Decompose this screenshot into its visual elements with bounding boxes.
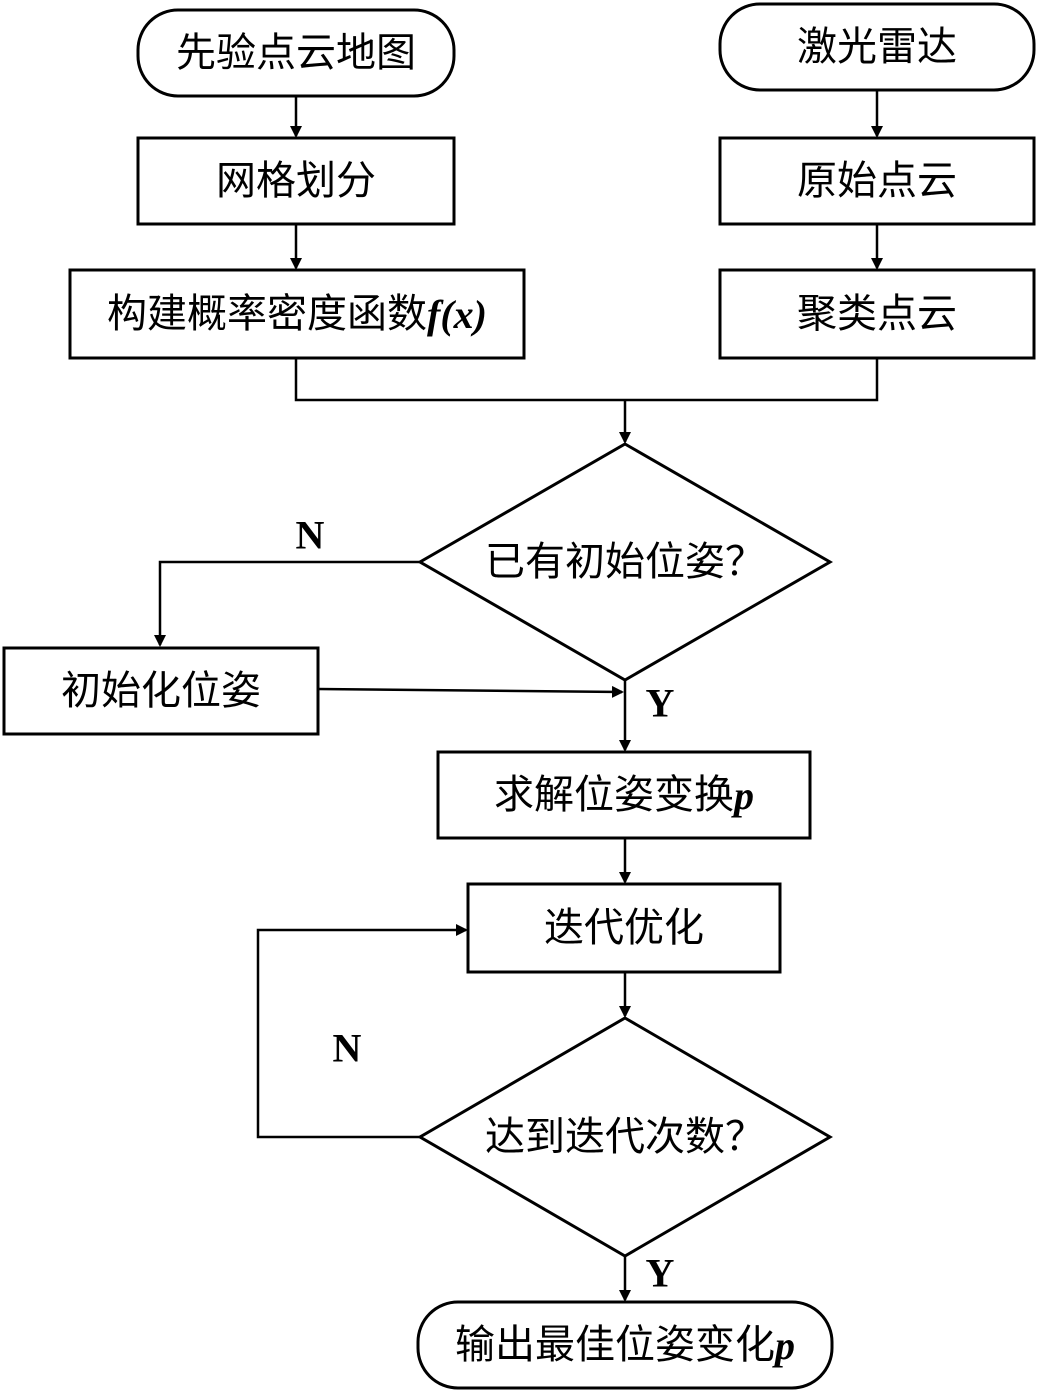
edge-label-iter-yes: Y xyxy=(646,1251,675,1296)
edge-merge-connector xyxy=(294,358,879,402)
node-reach-iterations-label: 达到迭代次数？ xyxy=(485,1114,765,1160)
node-prior-map: 先验点云地图 xyxy=(136,8,456,98)
node-solve-transform: 求解位姿变换p xyxy=(436,750,812,840)
node-iterative-opt: 迭代优化 xyxy=(466,882,782,974)
node-iterative-opt-label: 迭代优化 xyxy=(544,905,704,951)
node-raw-cloud-label: 原始点云 xyxy=(797,158,957,204)
node-cluster-cloud-label: 聚类点云 xyxy=(797,291,957,337)
node-init-pose: 初始化位姿 xyxy=(2,646,320,736)
edge-label-pose-yes: Y xyxy=(646,681,675,726)
node-output-text: 输出最佳位姿变化 xyxy=(455,1322,775,1368)
edge-label-iter-no: N xyxy=(333,1026,362,1071)
node-output: 输出最佳位姿变化p xyxy=(416,1300,834,1390)
node-raw-cloud: 原始点云 xyxy=(718,136,1036,226)
node-lidar-label: 激光雷达 xyxy=(797,24,957,70)
edge-iter-no xyxy=(256,924,468,1139)
node-build-pdf-text: 构建概率密度函数 xyxy=(107,291,427,337)
node-has-initial-pose: 已有初始位姿？ xyxy=(416,442,834,682)
node-build-pdf-var: f xyxy=(427,292,444,337)
node-solve-transform-text: 求解位姿变换 xyxy=(494,772,734,818)
node-lidar: 激光雷达 xyxy=(718,2,1036,92)
node-solve-transform-var: p xyxy=(731,773,754,818)
node-solve-transform-label: 求解位姿变换p xyxy=(494,772,754,818)
node-output-var: p xyxy=(772,1323,795,1368)
node-init-pose-label: 初始化位姿 xyxy=(61,668,261,714)
node-build-pdf-arg: (x) xyxy=(440,292,487,337)
node-has-initial-pose-label: 已有初始位姿？ xyxy=(485,539,765,585)
node-grid-partition: 网格划分 xyxy=(136,136,456,226)
node-cluster-cloud: 聚类点云 xyxy=(718,268,1036,360)
node-build-pdf-label: 构建概率密度函数f(x) xyxy=(107,291,487,337)
node-grid-partition-label: 网格划分 xyxy=(216,158,376,204)
node-prior-map-label: 先验点云地图 xyxy=(176,30,416,76)
edge-label-pose-no: N xyxy=(296,513,325,558)
edge-init-to-solve xyxy=(317,685,624,698)
node-reach-iterations: 达到迭代次数？ xyxy=(417,1016,833,1258)
edge-pose-no xyxy=(154,560,420,647)
node-build-pdf: 构建概率密度函数f(x) xyxy=(68,268,526,360)
node-output-label: 输出最佳位姿变化p xyxy=(455,1322,795,1368)
